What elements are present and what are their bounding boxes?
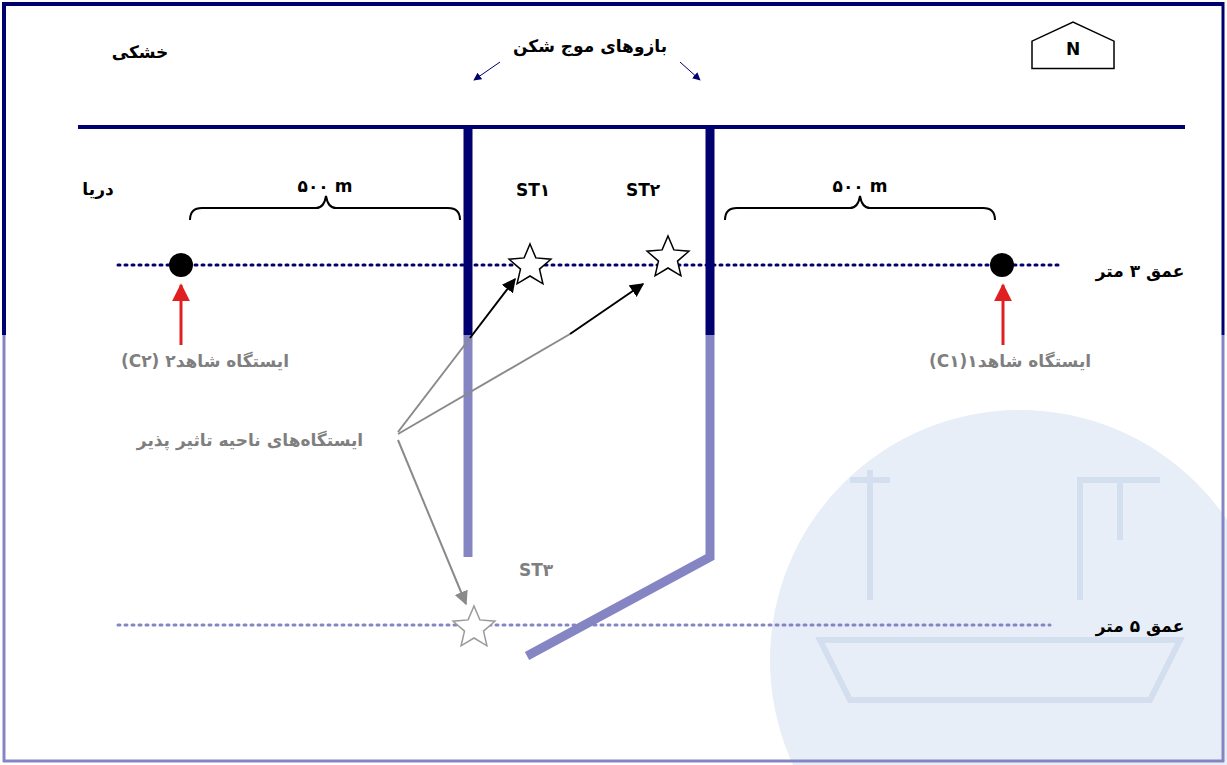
watermark-disc <box>770 410 1227 765</box>
region-label: خشکی <box>112 42 169 62</box>
station-star <box>453 606 495 646</box>
dimension-label: ۵۰۰ m <box>298 176 353 196</box>
dimension-brace <box>190 196 460 220</box>
depth-label: عمق ۵ متر <box>1096 616 1185 636</box>
station-label: ایستگاه شاهد۲ (C۲) <box>121 351 289 371</box>
dimension-brace <box>725 196 995 220</box>
control-station <box>169 253 193 277</box>
station-label: ST۳ <box>519 560 553 580</box>
station-label: ST۲ <box>626 180 660 200</box>
watermark-logo <box>820 470 1180 700</box>
leader-line <box>398 279 643 604</box>
pointer-arrow <box>474 62 500 80</box>
depth-contour <box>118 624 1050 627</box>
title-label: بازوهای موج شکن <box>513 36 667 56</box>
control-station <box>990 253 1014 277</box>
station-star <box>509 244 551 284</box>
station-label: ST۱ <box>516 180 550 200</box>
station-label: ایستگاه شاهد۱(C۱) <box>929 351 1091 371</box>
depth-contour <box>118 264 1058 267</box>
callout-label: ایستگاه‌های ناحیه تاثیر پذیر <box>137 430 363 450</box>
depth-label: عمق ۳ متر <box>1096 261 1185 281</box>
coastline <box>78 125 1185 129</box>
pointer-arrow <box>680 62 700 80</box>
dimension-label: ۵۰۰ m <box>833 176 888 196</box>
breakwater-arm <box>527 127 710 656</box>
region-label: دریا <box>82 179 113 199</box>
pointer-arrow <box>1002 285 1005 345</box>
pointer-arrow <box>180 285 183 345</box>
station-star <box>647 236 689 276</box>
north-label: N <box>1066 39 1080 59</box>
north-arrow: N <box>1030 20 1116 70</box>
frame <box>3 2 1224 762</box>
north-arrow-shape <box>1032 22 1114 68</box>
